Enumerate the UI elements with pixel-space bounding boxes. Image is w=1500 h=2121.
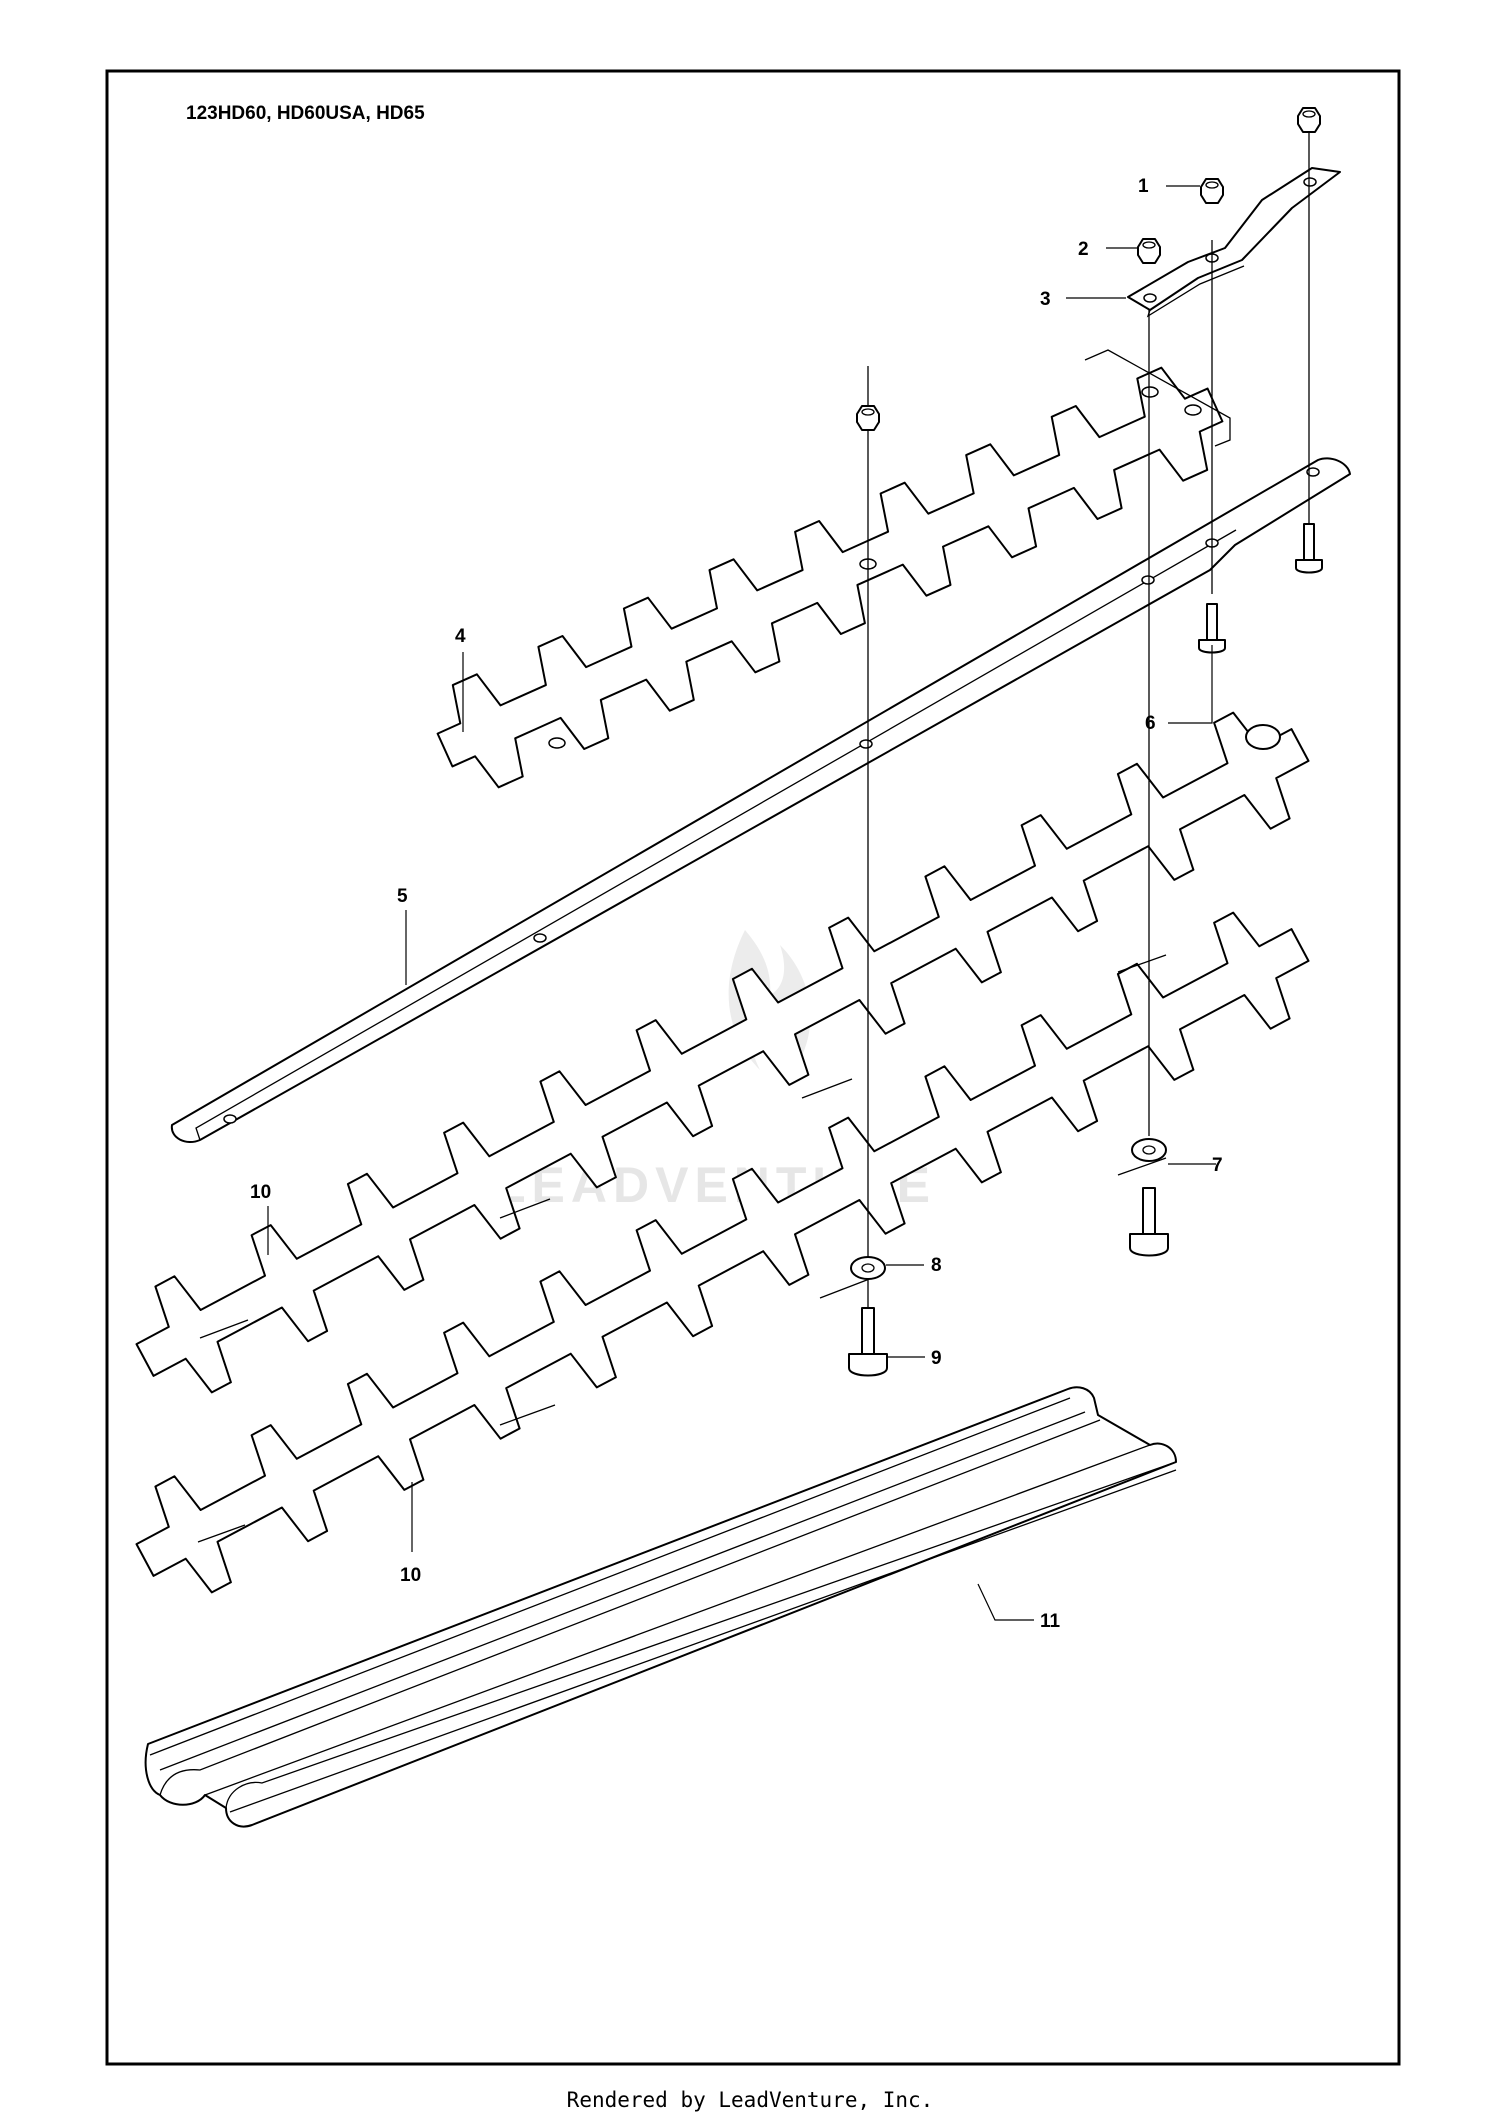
nut-top-right [1297, 107, 1321, 133]
callout-2: 2 [1078, 239, 1089, 260]
callout-4: 4 [455, 626, 466, 647]
callout-1: 1 [1138, 176, 1149, 197]
nut-center [856, 405, 880, 431]
nut-1 [1200, 178, 1224, 204]
callout-9: 9 [931, 1348, 942, 1369]
callout-5: 5 [397, 886, 408, 907]
part-4-top-blade [436, 349, 1231, 789]
callout-labels: 1 2 3 4 5 6 7 8 9 10 10 11 [250, 176, 1223, 1632]
part-10-upper-blade [135, 711, 1310, 1394]
callout-6: 6 [1145, 713, 1156, 734]
diagram-frame [105, 69, 1401, 2066]
part-11-blade-guard [144, 1386, 1177, 1828]
assembly-axes [867, 128, 1310, 1374]
footer-credit: Rendered by LeadVenture, Inc. [566, 2088, 934, 2112]
part-10-lower-blade [135, 911, 1310, 1594]
nut-2 [1137, 238, 1161, 264]
callout-3: 3 [1040, 289, 1051, 310]
hex-nuts [856, 107, 1321, 431]
callout-7: 7 [1212, 1155, 1223, 1176]
model-label: 123HD60, HD60USA, HD65 [186, 103, 425, 124]
callout-10-upper: 10 [250, 1182, 271, 1203]
callout-10-lower: 10 [400, 1565, 421, 1586]
callout-8: 8 [931, 1255, 942, 1276]
washer-bolt-7 [1129, 1138, 1169, 1257]
callout-11: 11 [1040, 1611, 1061, 1632]
leader-lines [267, 185, 1216, 1621]
part-3-bracket [1127, 167, 1341, 318]
washer-bolt-8-9 [848, 1256, 888, 1377]
